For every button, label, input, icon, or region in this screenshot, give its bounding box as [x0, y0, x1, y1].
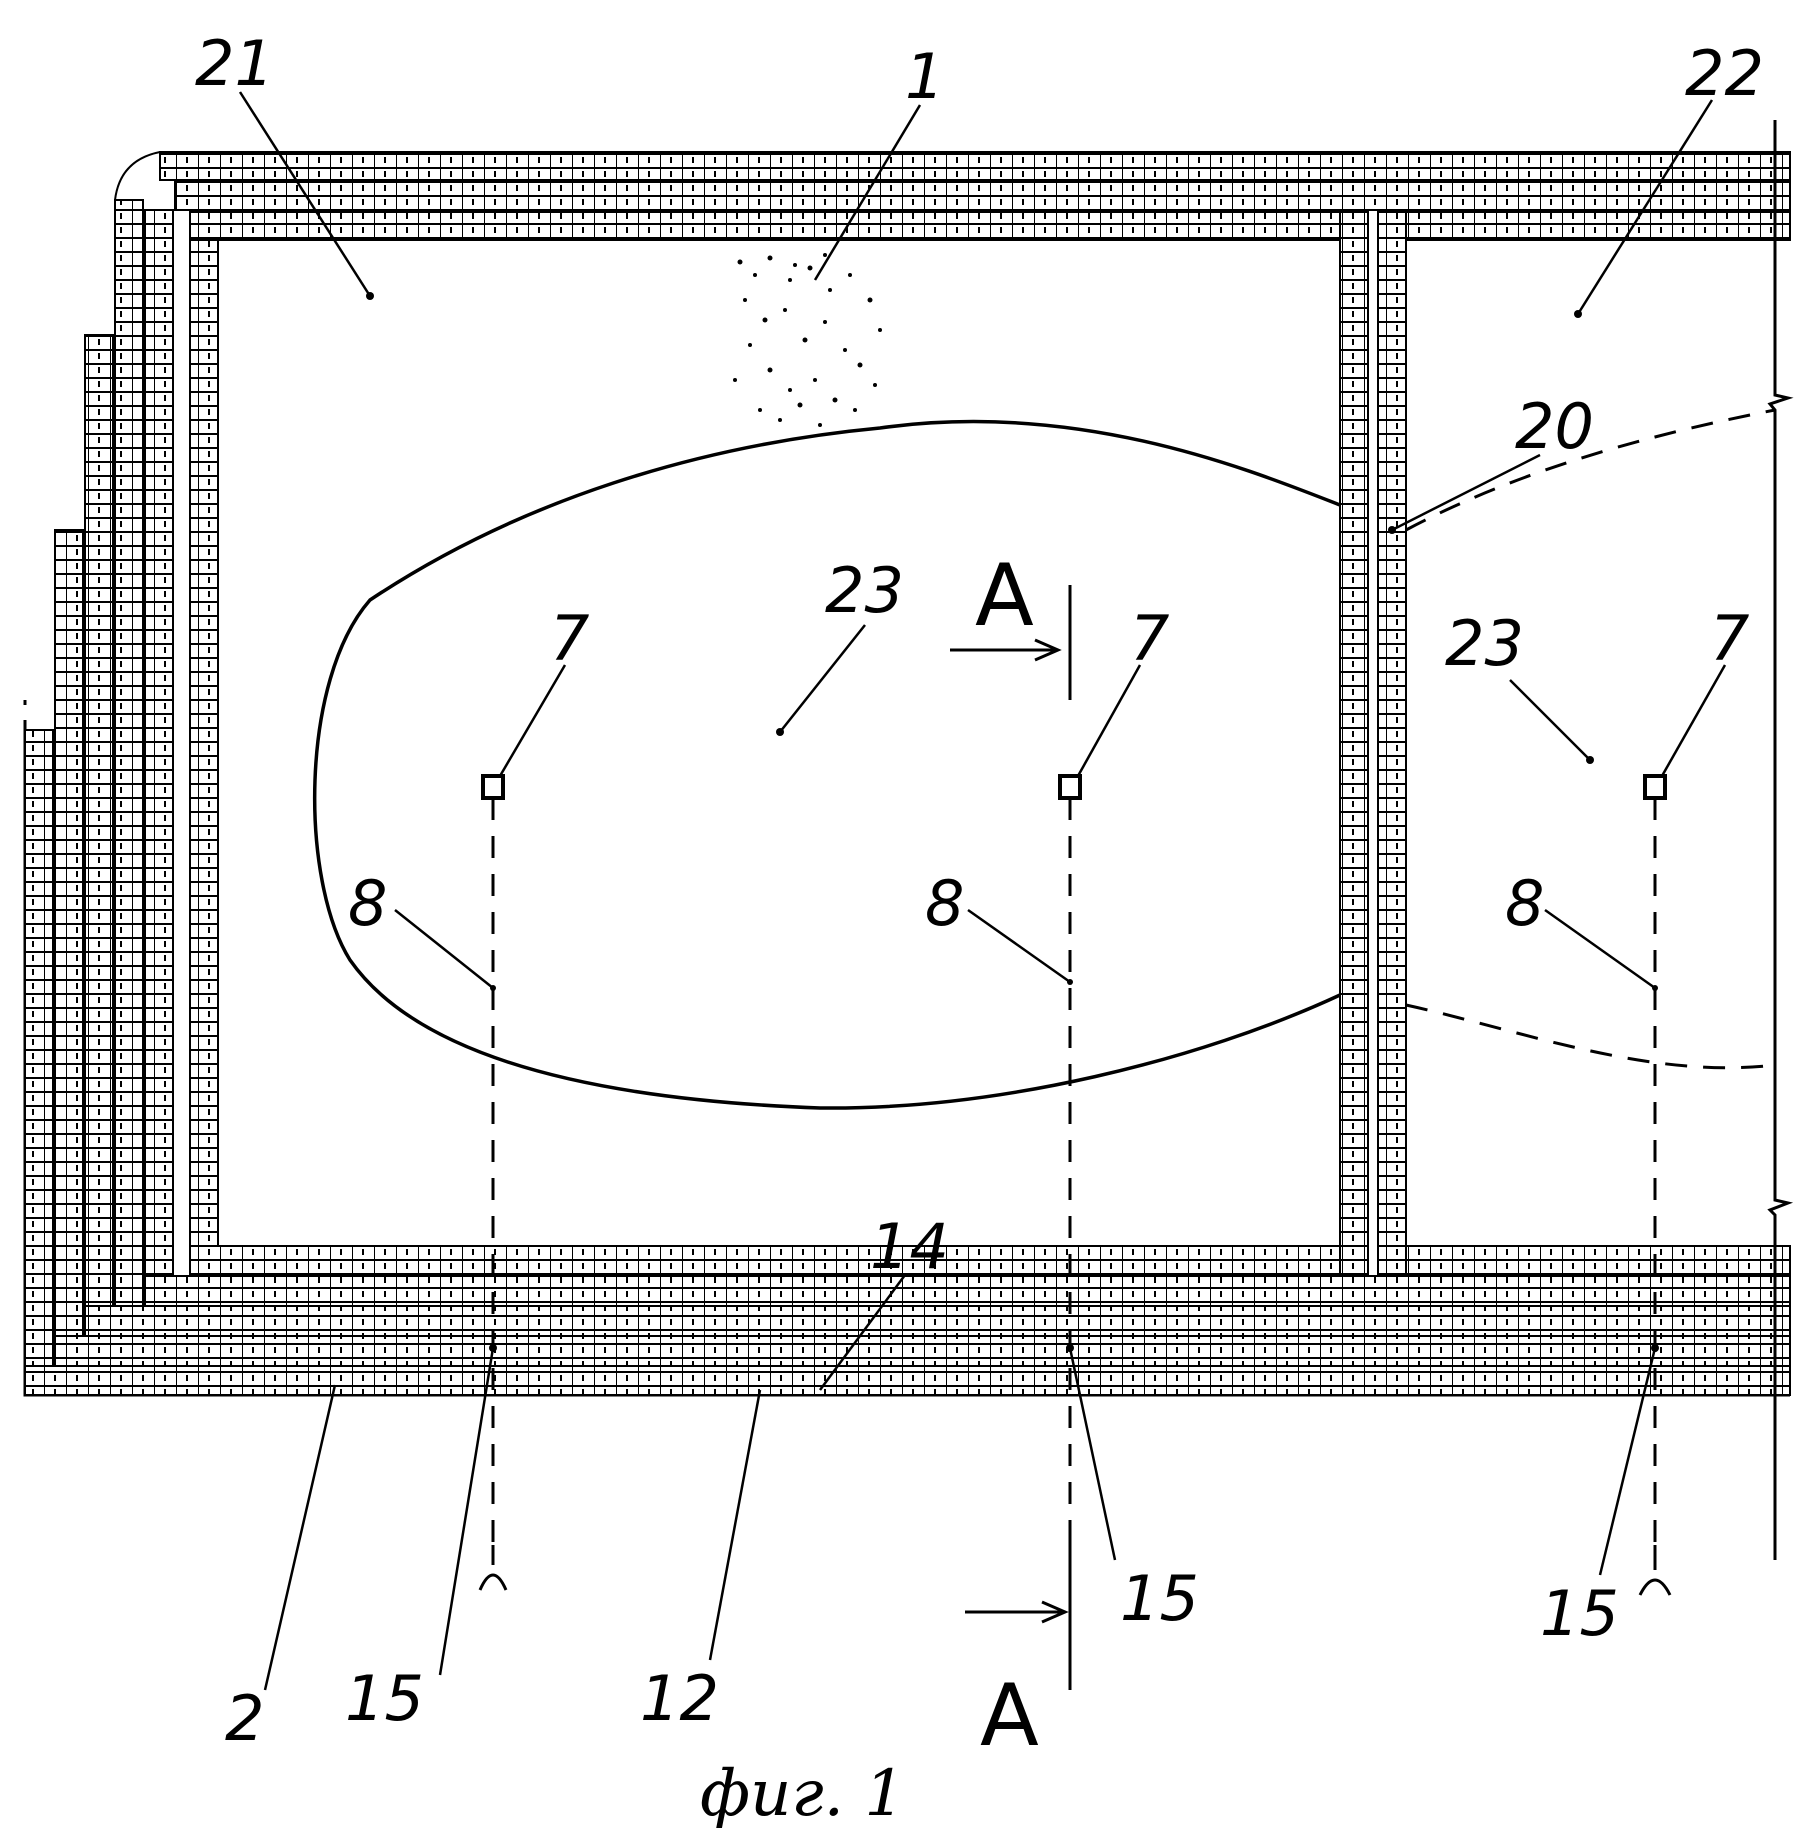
label-line-right: 8: [1505, 867, 1544, 940]
line-right-terminal: [1640, 1545, 1670, 1595]
sensor-right: [1645, 776, 1665, 798]
leader-lines: [240, 92, 1725, 1690]
section-arrow-bottom: [965, 1602, 1065, 1622]
line-left-terminal: [480, 1545, 506, 1590]
label-layer-outer: 12: [640, 1662, 719, 1735]
label-line-mid: 8: [925, 867, 964, 940]
fire-source-speckle: [733, 253, 882, 427]
label-line-left: 8: [348, 867, 387, 940]
label-fire-source: 1: [905, 40, 944, 113]
label-wall: 2: [225, 1682, 264, 1755]
label-node-right: 15: [1540, 1577, 1619, 1650]
figure-caption: фиг. 1: [700, 1757, 905, 1828]
label-sensor-right: 7: [1710, 602, 1749, 675]
label-node-mid: 15: [1120, 1562, 1199, 1635]
wall-layers: [25, 120, 1790, 1560]
zone-23-dashed-extension: [1406, 410, 1775, 1068]
reference-labels: 21 1 22 20 23 23 7 7 7 8 8 8 14 2 15 12 …: [195, 27, 1764, 1766]
sensor-left: [483, 776, 503, 798]
label-chamber-left: 21: [195, 27, 274, 100]
label-zone-right: 23: [1445, 607, 1524, 680]
zone-23-outline: [315, 422, 1340, 1109]
sensor-mid: [1060, 776, 1080, 798]
label-partition: 20: [1515, 390, 1594, 463]
label-sensor-left: 7: [550, 602, 589, 675]
label-section-top: A: [975, 546, 1034, 646]
label-node-left: 15: [345, 1662, 424, 1735]
label-layer-inner: 14: [870, 1210, 949, 1283]
label-section-bottom: A: [980, 1666, 1039, 1766]
label-chamber-right: 22: [1685, 37, 1764, 110]
label-zone-left: 23: [825, 554, 904, 627]
label-sensor-mid: 7: [1130, 602, 1169, 675]
